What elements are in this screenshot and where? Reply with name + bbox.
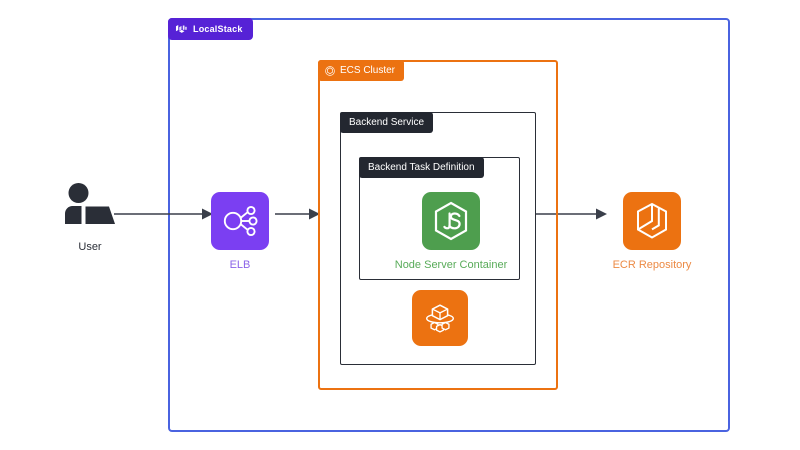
- node-node-server-container: Node Server Container: [395, 192, 507, 271]
- ecs-cluster-icon: [325, 65, 335, 76]
- ecs-task-icon: [425, 304, 455, 333]
- user-at-laptop-icon: [65, 183, 115, 224]
- node-user-label: User: [78, 241, 102, 253]
- ecr-tile: [623, 192, 681, 250]
- node-ecr-repository: ECR Repository: [604, 192, 700, 271]
- backend-service-badge-label: Backend Service: [349, 117, 425, 128]
- nodejs-tile: [422, 192, 480, 250]
- ecs-cluster-badge-label: ECS Cluster: [340, 65, 396, 76]
- ecs-cluster-badge: ECS Cluster: [318, 60, 405, 81]
- elb-tile: [211, 192, 269, 250]
- node-elb-label: ELB: [229, 259, 251, 271]
- ecr-repository-icon: [637, 202, 667, 239]
- localstack-logo-icon: [175, 24, 187, 33]
- elastic-load-balancer-icon: [223, 205, 258, 237]
- backend-task-definition-badge: Backend Task Definition: [359, 157, 484, 178]
- node-node-server-container-label: Node Server Container: [394, 259, 508, 271]
- ecs-cluster-boundary: [318, 60, 558, 390]
- backend-service-boundary: [340, 112, 536, 365]
- node-elb: ELB: [209, 192, 271, 271]
- ecs-task-tile: [412, 290, 468, 346]
- node-user: User: [44, 182, 136, 253]
- localstack-boundary: [168, 18, 730, 432]
- localstack-badge: LocalStack: [168, 18, 253, 40]
- backend-task-definition-badge-label: Backend Task Definition: [368, 162, 475, 173]
- node-ecr-repository-label: ECR Repository: [612, 259, 692, 271]
- arrow-user-to-elb: [114, 208, 213, 220]
- arrow-elb-to-ecs-cluster: [275, 208, 320, 220]
- backend-service-badge: Backend Service: [340, 112, 434, 133]
- nodejs-icon: [434, 201, 468, 241]
- arrow-backend-service-to-ecr: [536, 208, 607, 220]
- node-ecs-task: [411, 290, 469, 346]
- localstack-badge-label: LocalStack: [193, 24, 243, 34]
